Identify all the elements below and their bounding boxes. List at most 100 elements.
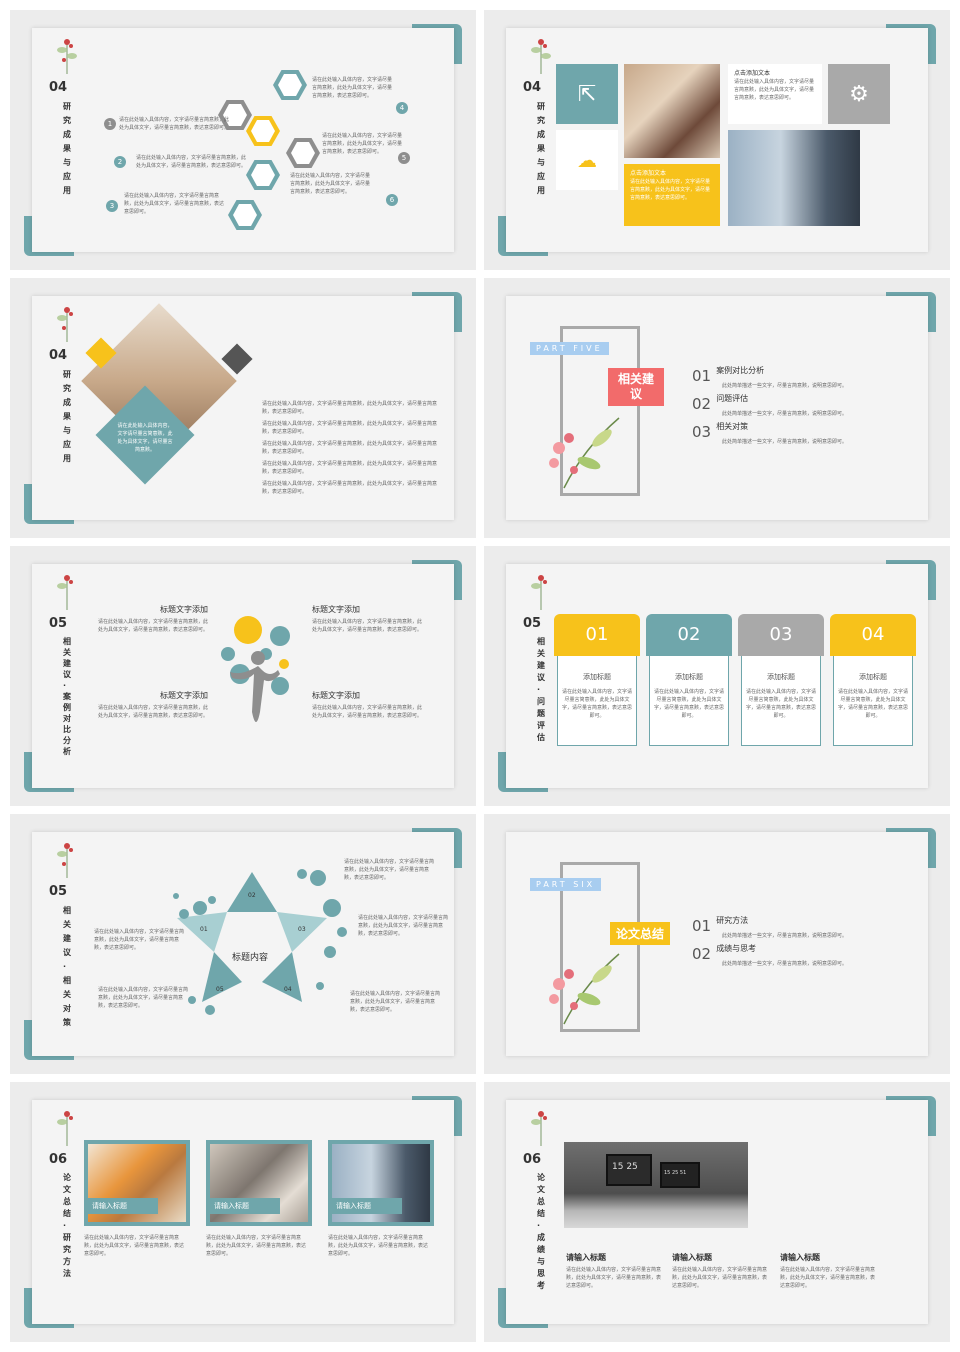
slide-card: 04 研究成果与应用 ⇱ ☁ 点击添加文本 请在此处输入具体内容，文字请尽量言简… [506,28,928,252]
hex-icon [286,138,320,168]
gear-icon: ⚙ [849,81,869,107]
item-text: 此处简单描述一些文字，尽量言简意赅，说明意思即可。 [722,411,848,417]
section-number: 06 [49,1152,68,1167]
list-item[interactable]: 01 研究方法 此处简单描述一些文字，尽量言简意赅，说明意思即可。 [692,916,847,939]
settings-tile[interactable]: ⚙ [828,64,890,124]
slide-9[interactable]: 06 论文总结·研究方法 请输入标题 请在此处输入具体内容，文字请尽量言简意赅，… [10,1082,476,1342]
slide-2[interactable]: 04 研究成果与应用 ⇱ ☁ 点击添加文本 请在此处输入具体内容，文字请尽量言简… [484,10,950,270]
card-title: 添加标题 [767,673,795,681]
section-heading: 相关建议 [608,368,664,406]
info-card[interactable]: 02 添加标题 请在此处输入具体内容，文字请尽量言简意赅，此处为具体文字，请尽量… [646,614,732,746]
card-number: 02 [646,614,732,656]
item-text: 请在此处输入具体内容，文字请尽量言简意赅，此处为具体文字，请尽量言简意赅，表达意… [350,991,441,1013]
slide-7[interactable]: 05 相关建议·相关对策 02 01 03 05 04 标题内容 请在此处输入具… [10,814,476,1074]
yellow-box[interactable]: 点击添加文本 请在此处输入具体内容，文字请尽量言简意赅，此处为具体文字，请尽量言… [624,164,720,226]
slide-10[interactable]: 06 论文总结·成绩与思考 15 25 15 25 51 请输入标题 请在此处输… [484,1082,950,1342]
star-label: 05 [216,986,224,993]
step-number: 6 [386,194,398,206]
tree-person-graphic [221,616,290,722]
top-text: 请在此处输入具体内容，文字请尽量言简意赅，此处为具体文字，请尽量言简意赅，表达意… [734,79,815,101]
item-text: 请在此处输入具体内容，文字请尽量言简意赅，此处为具体文字，请尽量言简意赅，表达意… [358,915,449,937]
flower-icon [57,575,73,610]
slide-3[interactable]: 04 研究成果与应用 请在此处输入具体内容，文字请尽量言简意赅，此处为具体文字，… [10,278,476,538]
list-item[interactable]: 03 相关对策 此处简单描述一些文字，尽量言简意赅，说明意思即可。 [692,422,847,445]
train-photo [728,130,860,226]
item-text: 此处简单描述一些文字，尽量言简意赅，说明意思即可。 [722,961,848,967]
slide-4[interactable]: PART FIVE 相关建议 01 案例对比分析 此处简单描述一些文字，尽量言简… [484,278,950,538]
card-row: 01 添加标题 请在此处输入具体内容，文字请尽量言简意赅，此处为具体文字，请尽量… [554,614,918,746]
photo-card[interactable]: 请输入标题 [328,1140,434,1226]
step-number: 2 [114,156,126,168]
item-title: 成绩与思考 [716,944,757,953]
column: 请输入标题 请在此处输入具体内容，文字请尽量言简意赅，此处为具体文字，请尽量言简… [566,1252,664,1290]
text-block: 标题文字添加 请在此处输入具体内容，文字请尽量言简意赅，此处为具体文字，请尽量言… [98,604,208,634]
share-icon: ⇱ [577,81,597,107]
card-body: 添加标题 请在此处输入具体内容，文字请尽量言简意赅，此处为具体文字，请尽量言简意… [741,656,821,746]
star-diagram [173,869,347,1015]
card-title: 添加标题 [583,673,611,681]
column: 请输入标题 请在此处输入具体内容，文字请尽量言简意赅，此处为具体文字，请尽量言简… [672,1252,770,1290]
hex-icon [246,160,280,190]
slide-6[interactable]: 05 相关建议·问题评估 01 添加标题 请在此处输入具体内容，文字请尽量言简意… [484,546,950,806]
list-item[interactable]: 01 案例对比分析 此处简单描述一些文字，尽量言简意赅，说明意思即可。 [692,366,847,389]
section-number: 05 [523,616,542,631]
slide-5[interactable]: 05 相关建议·案例对比分析 标题文字添加 请在此处输入具体内容，文字请尽量言简… [10,546,476,806]
workspace-photo: 15 25 15 25 51 [564,1142,748,1228]
slide-8[interactable]: PART SIX 论文总结 01 研究方法 此处简单描述一些文字，尽量言简意赅，… [484,814,950,1074]
card-body: 添加标题 请在此处输入具体内容，文字请尽量言简意赅，此处为具体文字，请尽量言简意… [833,656,913,746]
part-label: PART FIVE [530,342,609,355]
center-title: 标题内容 [232,953,269,963]
card-text: 请在此处输入具体内容，文字请尽量言简意赅，此处为具体文字，请尽量言简意赅，表达意… [206,1235,307,1257]
card-number: 04 [830,614,916,656]
photo-label: 请输入标题 [332,1198,402,1214]
card-title: 添加标题 [675,673,703,681]
block-title: 标题文字添加 [312,691,360,700]
item-text: 请在此处输入具体内容，文字请尽量言简意赅，此处为具体文字，请尽量言简意赅，表达意… [290,173,371,195]
bullet-item: 请在此处输入具体内容，文字请尽量言简意赅，此处为具体文字，请尽量言简意赅，表达意… [262,441,438,455]
flower-icon [57,39,77,74]
slide-card: PART FIVE 相关建议 01 案例对比分析 此处简单描述一些文字，尽量言简… [506,296,928,520]
flower-icon [57,1111,73,1146]
section-title: 研究成果与应用 [537,102,545,195]
bullet-item: 请在此处输入具体内容，文字请尽量言简意赅，此处为具体文字，请尽量言简意赅，表达意… [262,461,438,475]
item-text: 请在此处输入具体内容，文字请尽量言简意赅，此处为具体文字，请尽量言简意赅，表达意… [344,859,435,881]
slide-card: PART SIX 论文总结 01 研究方法 此处简单描述一些文字，尽量言简意赅，… [506,832,928,1056]
photo-card[interactable]: 请输入标题 [84,1140,190,1226]
column-title: 请输入标题 [672,1253,712,1262]
slide-card: 05 相关建议·问题评估 01 添加标题 请在此处输入具体内容，文字请尽量言简意… [506,564,928,788]
info-card[interactable]: 01 添加标题 请在此处输入具体内容，文字请尽量言简意赅，此处为具体文字，请尽量… [554,614,640,746]
star-label: 04 [284,986,292,993]
item-text: 请在此处输入具体内容，文字请尽量言简意赅，此处为具体文字，请尽量言简意赅，表达意… [94,929,185,951]
share-tile[interactable]: ⇱ [556,64,618,124]
text-box: 点击添加文本 请在此处输入具体内容，文字请尽量言简意赅，此处为具体文字，请尽量言… [728,64,822,124]
info-card[interactable]: 03 添加标题 请在此处输入具体内容，文字请尽量言简意赅，此处为具体文字，请尽量… [738,614,824,746]
gray-frame [560,326,640,496]
item-number: 02 [692,945,712,963]
clock-readout: 15 25 [612,1162,638,1172]
section-number: 04 [49,348,68,363]
text-block: 标题文字添加 请在此处输入具体内容，文字请尽量言简意赅，此处为具体文字，请尽量言… [312,604,422,634]
section-title: 论文总结·成绩与思考 [537,1173,545,1290]
slide-card: 05 相关建议·相关对策 02 01 03 05 04 标题内容 请在此处输入具… [32,832,454,1056]
cloud-tile[interactable]: ☁ [556,130,618,190]
photo-card[interactable]: 请输入标题 [206,1140,312,1226]
item-text: 请在此处输入具体内容，文字请尽量言简意赅，此处为具体文字，请尽量言简意赅，表达意… [124,193,225,215]
card-text: 请在此处输入具体内容，文字请尽量言简意赅，此处为具体文字，请尽量言简意赅，表达意… [838,689,909,719]
item-number: 01 [692,367,712,385]
info-card[interactable]: 04 添加标题 请在此处输入具体内容，文字请尽量言简意赅，此处为具体文字，请尽量… [830,614,916,746]
bullet-item: 请在此处输入具体内容，文字请尽量言简意赅，此处为具体文字，请尽量言简意赅，表达意… [262,481,438,495]
yellow-text: 请在此处输入具体内容，文字请尽量言简意赅，此处为具体文字，请尽量言简意赅，表达意… [630,179,711,201]
tablet [660,1162,700,1188]
slide-1[interactable]: 04 研究成果与应用 1 请在此处输入具体内容，文字请尽量言简意赅，此处为具体文… [10,10,476,270]
block-text: 请在此处输入具体内容，文字请尽量言简意赅，此处为具体文字，请尽量言简意赅，表达意… [312,619,423,633]
section-title: 相关建议·案例对比分析 [63,637,71,756]
slide-card: 06 论文总结·成绩与思考 15 25 15 25 51 请输入标题 请在此处输… [506,1100,928,1324]
section-title: 研究成果与应用 [63,102,71,195]
card-text: 请在此处输入具体内容，文字请尽量言简意赅，此处为具体文字，请尽量言简意赅，表达意… [746,689,817,719]
monitor [606,1154,652,1186]
step-number: 1 [104,118,116,130]
slide-card: 06 论文总结·研究方法 请输入标题 请在此处输入具体内容，文字请尽量言简意赅，… [32,1100,454,1324]
list-item[interactable]: 02 问题评估 此处简单描述一些文字，尽量言简意赅，说明意思即可。 [692,394,847,417]
flower-icon [531,39,551,74]
list-item[interactable]: 02 成绩与思考 此处简单描述一些文字，尽量言简意赅，说明意思即可。 [692,944,847,967]
